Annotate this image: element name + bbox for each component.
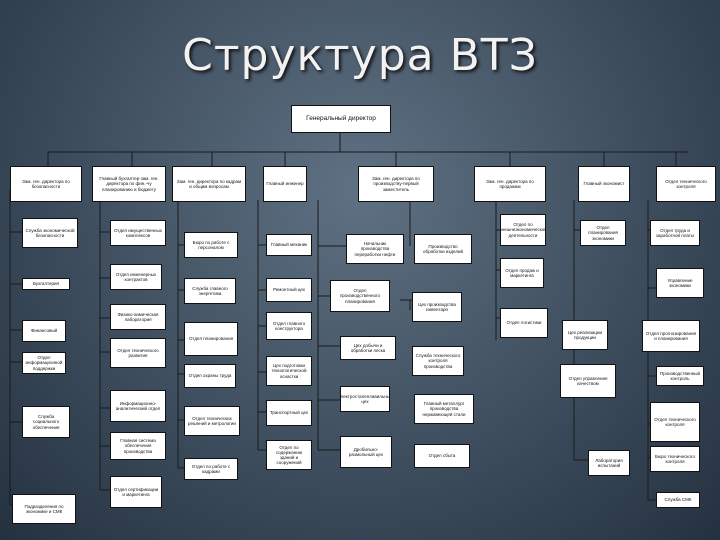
deputy-production-box: Зам. ген. директора по производству-перв…: [358, 166, 434, 202]
buildings-dept-box: Отдел по содержанию зданий и сооружений: [266, 440, 312, 470]
chief-metallurgist-box: Главный металлург производства нержавеющ…: [414, 394, 474, 424]
metrology-dept-box: Отдел технических решений и метрологии: [184, 406, 240, 436]
smk-service-box: Служба СМК: [656, 492, 700, 508]
tech-control-dept-box: Отдел технического контроля: [650, 402, 700, 442]
logistics-box: Отдел логистики: [500, 308, 548, 338]
chem-lab-box: Физико-химическая лаборатория: [110, 304, 166, 330]
social-service-box: Служба социального обеспечения: [22, 406, 70, 438]
deputy-hr-box: Зам. ген. директора по кадрам и общим во…: [172, 166, 246, 202]
economics-management-box: Управление экономики: [656, 268, 704, 298]
smk-division-box: Подразделения по экономике и СМК: [12, 494, 76, 524]
production-control-service-box: Служба технического контроля производств…: [412, 346, 464, 376]
sand-shop-box: Цех добычи и обработки песка: [340, 336, 396, 360]
sales-marketing-box: Отдел продаж и маркетинга: [500, 258, 544, 288]
analytics-dept-box: Информационно-аналитический отдел: [110, 390, 166, 422]
personnel-bureau-box: Бюро по работе с персоналом: [184, 232, 238, 258]
forecasting-dept-box: Отдел прогнозирования и планирования: [642, 320, 700, 352]
tech-control-box: Отдел технического контроля: [656, 166, 716, 202]
chief-mechanic-box: Главный механик: [266, 234, 312, 256]
engineering-contracts-box: Отдел инженерных контрактов: [110, 264, 162, 290]
labor-wages-box: Отдел труда и заработной платы: [650, 220, 700, 246]
sales-dept-box: Отдел сбыта: [414, 444, 470, 468]
property-dept-box: Отдел имущественных комплексов: [110, 220, 166, 246]
econ-security-box: Служба экономической безопасности: [22, 218, 78, 248]
steel-shop-box: Электросталеплавильный цех: [340, 386, 390, 412]
page-title: Структура ВТЗ: [182, 30, 538, 81]
tooling-shop-box: Цех подготовки технологической оснастки: [266, 356, 312, 386]
certification-box: Отдел сертификации и маркетинга: [110, 476, 162, 508]
economic-planning-box: Отдел планирования экономики: [580, 220, 626, 246]
chief-engineer-box: Главный инженер: [263, 166, 307, 202]
transport-shop-box: Транспортный цех: [266, 400, 312, 426]
quality-mgmt-box: Отдел управления качеством: [560, 364, 616, 398]
labor-safety-box: Отдел охраны труда: [184, 364, 236, 388]
deputy-sales-box: Зам. ген. директора по продажам: [474, 166, 546, 202]
tech-control-bureau-box: Бюро технического контроля: [650, 446, 700, 472]
product-sales-shop-box: Цех реализации продукции: [562, 320, 608, 350]
production-planning-box: Отдел производственного планирования: [330, 280, 390, 312]
planning-dept-box: Отдел планирования: [184, 322, 238, 356]
machining-production-box: Производство обработки изделий: [414, 234, 472, 264]
chief-economist-box: Главный экономист: [578, 166, 630, 202]
energy-service-box: Служба главного энергетика: [184, 278, 236, 304]
crushing-shop-box: Дробильно-размольный цех: [340, 436, 392, 468]
production-head-box: Начальник производства переработки нефти: [346, 234, 404, 264]
chief-designer-box: Отдел главного конструктора: [266, 312, 312, 340]
production-control-box: Производственный контроль: [656, 366, 704, 386]
test-lab-box: Лаборатория испытаний: [588, 450, 630, 476]
tools-shop-box: Цех производства инвентаря: [412, 292, 462, 322]
accounting-box: Бухгалтерия: [22, 278, 70, 290]
repair-shop-box: Ремонтный цех: [266, 278, 312, 302]
info-support-box: Отдел информационной поддержки: [22, 352, 66, 374]
foreign-trade-box: Отдел по внешнеэкономической деятельност…: [500, 214, 546, 246]
hr-work-box: Отдел по работе с кадрами: [184, 458, 238, 480]
deputy-security-box: Зам. ген. директора по безопасности: [10, 166, 82, 202]
financial-box: Финансовый: [22, 320, 66, 342]
tech-development-box: Отдел технического развития: [110, 338, 166, 368]
chief-accountant-box: Главный бухгалтер-зам. ген. директора по…: [92, 166, 166, 202]
production-system-box: Главная система обеспечения производства: [110, 432, 166, 460]
general-director-box: Генеральный директор: [291, 105, 391, 133]
